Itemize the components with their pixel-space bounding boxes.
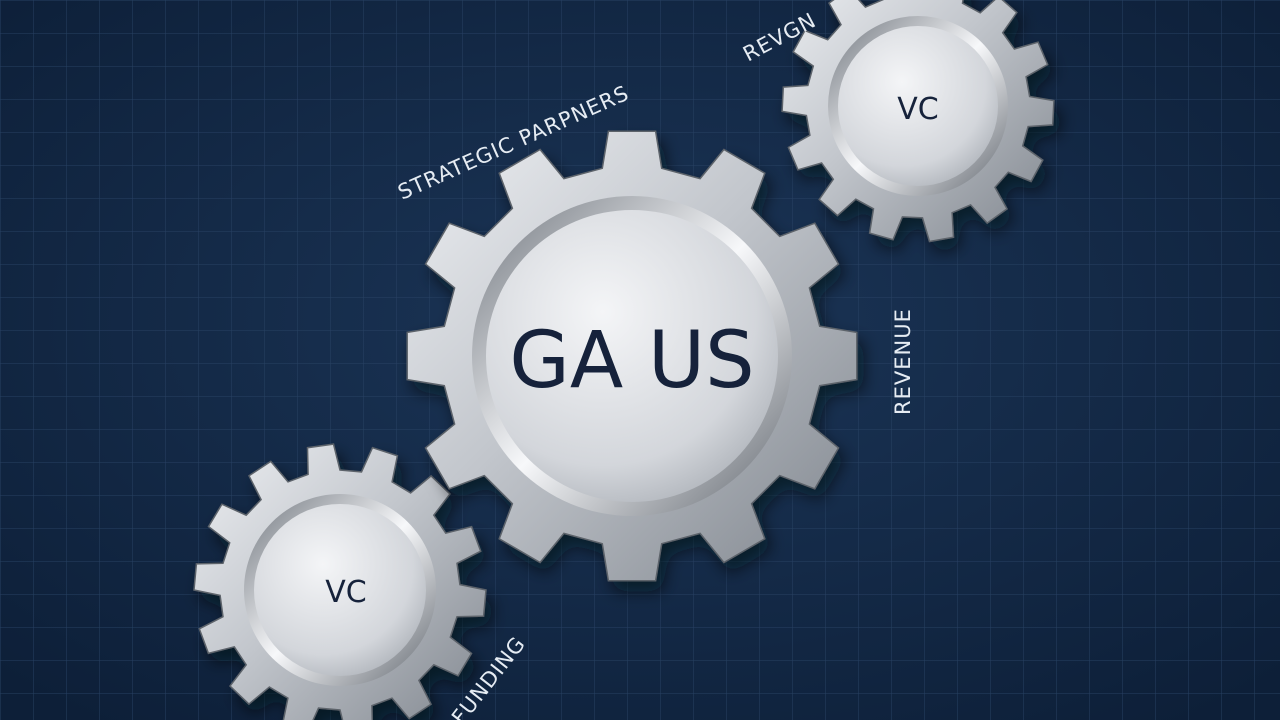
gear-top-right-face <box>838 26 998 186</box>
gear-top-right: VC <box>781 0 1055 243</box>
gear-top-right-label: VC <box>897 92 938 127</box>
gear-center-face <box>486 210 778 502</box>
gear-center-label: GA US <box>509 316 754 406</box>
gear-center: GA US <box>406 130 858 582</box>
gear-bottom-left-face <box>254 504 426 676</box>
annotation-revenue-right: REVENUE <box>891 308 915 415</box>
gear-bottom-left: VC <box>193 443 487 720</box>
gear-bottom-left-label: VC <box>325 575 366 610</box>
